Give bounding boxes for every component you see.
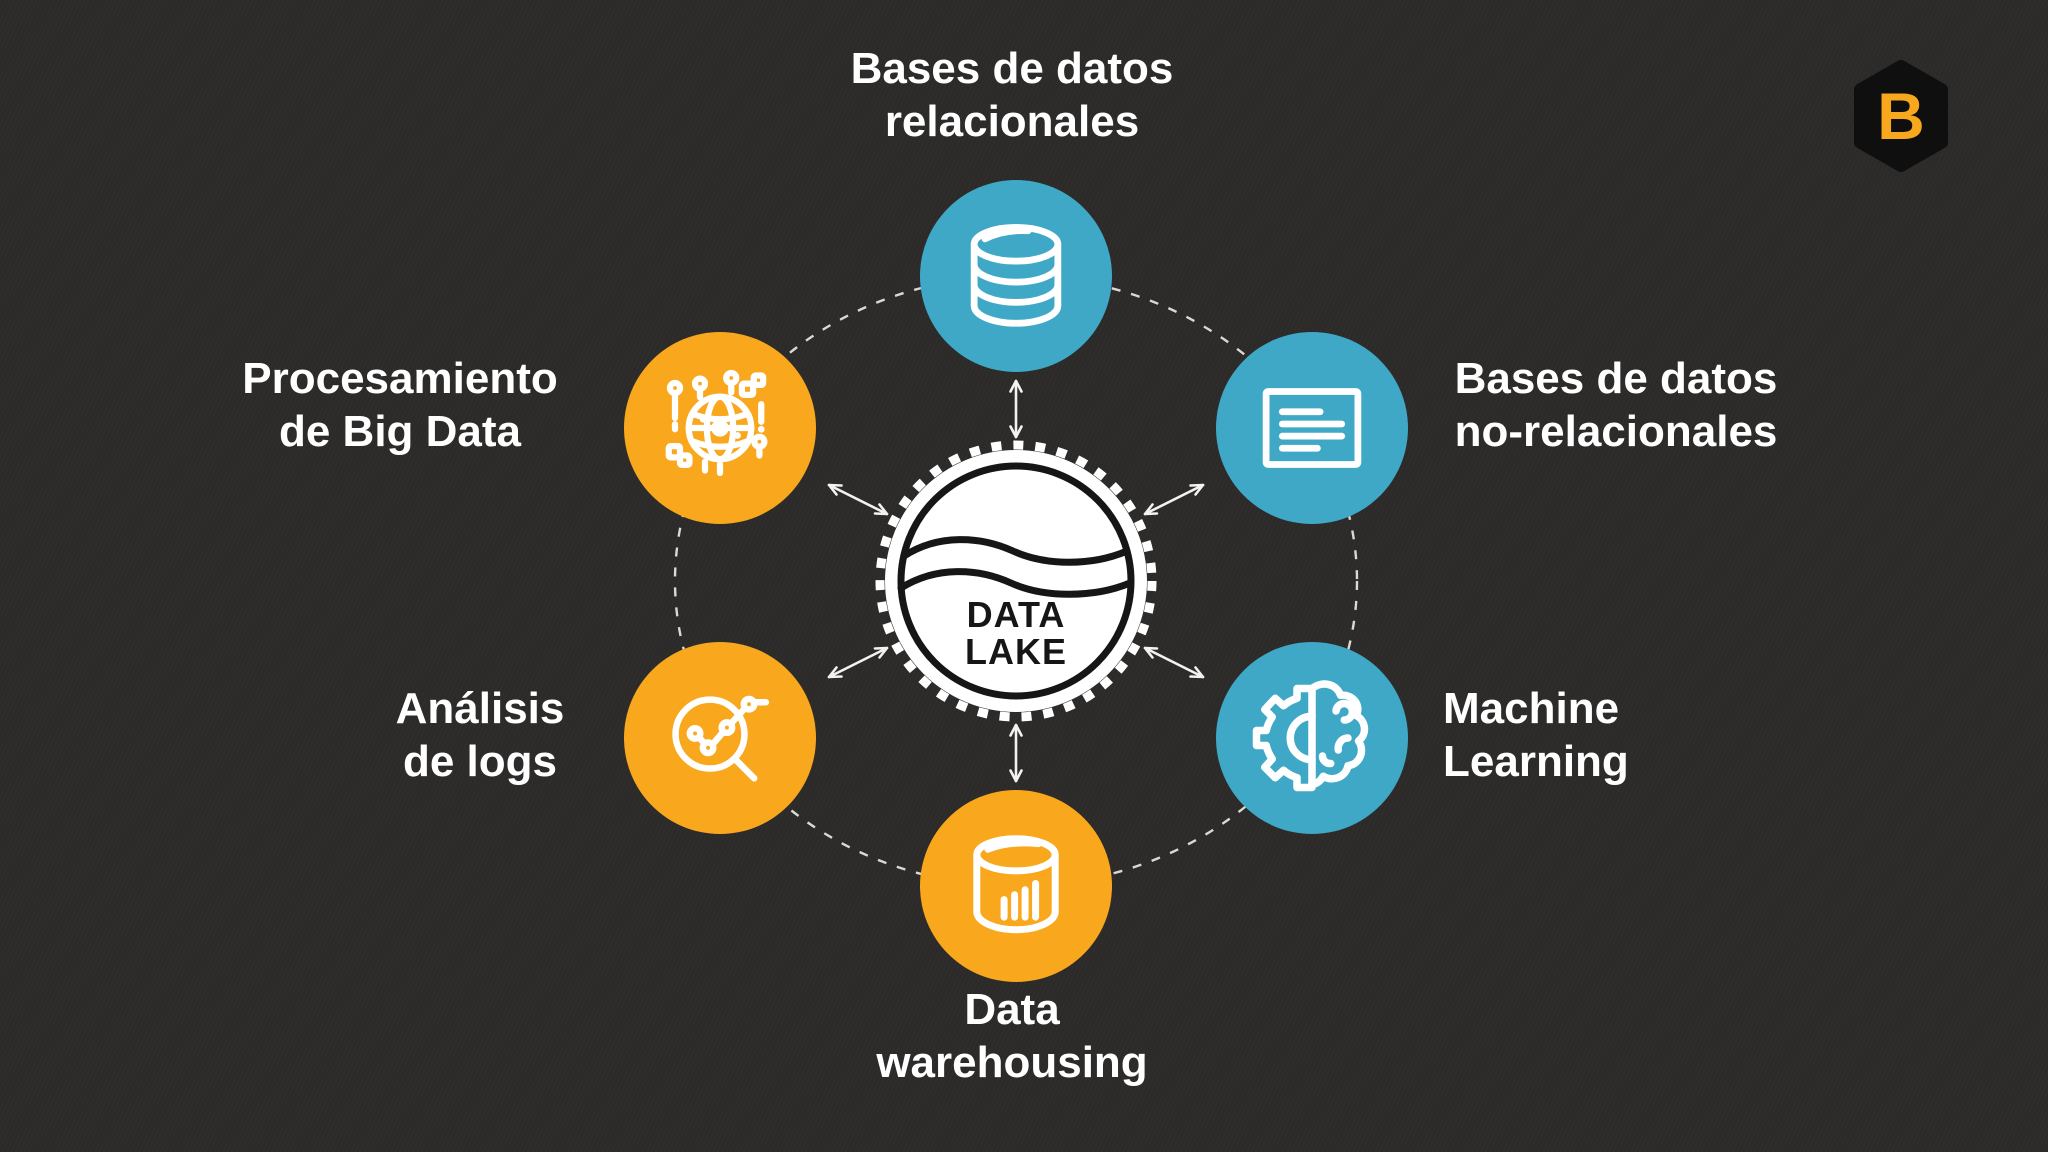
lake-waves-icon: [897, 536, 1134, 598]
node-circle-relational: [920, 180, 1112, 372]
label-bigdata-line1: Procesamiento: [242, 354, 558, 403]
label-ml: Machine Learning: [1443, 682, 1629, 788]
node-circle-warehouse: [920, 790, 1112, 982]
label-logs: Análisis de logs: [396, 682, 565, 788]
node-nonrelational: [1216, 332, 1408, 524]
arrow-upper-right: [1143, 483, 1205, 516]
data-lake-title-line2: LAKE: [965, 631, 1067, 672]
label-ml-line2: Learning: [1443, 737, 1629, 786]
database-icon: [970, 224, 1062, 327]
label-warehouse-line2: warehousing: [876, 1038, 1148, 1087]
label-bigdata-line2: de Big Data: [278, 407, 522, 456]
label-logs-line2: de logs: [402, 737, 558, 786]
node-bigdata: [624, 332, 816, 524]
node-circle-nonrelational: [1216, 332, 1408, 524]
label-warehouse: Data warehousing: [876, 983, 1147, 1089]
magnifier-chart-icon: [672, 695, 770, 782]
label-nonrelational-line1: Bases de datos: [1454, 354, 1778, 403]
hexagon-b-logo: B: [1854, 60, 1948, 172]
node-logs: [624, 642, 816, 834]
arrow-down: [1009, 723, 1023, 783]
gear-brain-icon: [1252, 680, 1369, 792]
node-relational: [920, 180, 1112, 372]
label-warehouse-line1: Data: [964, 985, 1060, 1034]
label-ml-line1: Machine: [1443, 684, 1620, 733]
document-icon: [1262, 388, 1362, 468]
label-relational: Bases de datos relacionales: [851, 42, 1174, 148]
arrow-lower-left: [827, 646, 889, 679]
data-lake-emblem: [875, 440, 1157, 722]
data-lake-title-line1: DATA: [966, 594, 1066, 635]
logo-hexagon: [1854, 60, 1948, 172]
arrow-up: [1009, 379, 1023, 439]
arrow-lower-right: [1143, 646, 1205, 679]
globe-network-icon: [665, 369, 768, 477]
label-bigdata: Procesamiento de Big Data: [242, 352, 557, 458]
label-nonrelational: Bases de datos no-relacionales: [1455, 352, 1778, 458]
node-ml: [1216, 642, 1408, 834]
label-relational-line2: relacionales: [884, 97, 1140, 146]
cylinder-bars-icon: [973, 835, 1059, 934]
data-lake-title: DATA LAKE: [965, 596, 1067, 670]
node-warehouse: [920, 790, 1112, 982]
emblem-disc: [885, 450, 1147, 712]
label-logs-line1: Análisis: [395, 684, 565, 733]
emblem-dashed-ring: [875, 440, 1157, 722]
label-relational-line1: Bases de datos: [850, 44, 1174, 93]
label-nonrelational-line2: no-relacionales: [1454, 407, 1778, 456]
logo-letter: B: [1877, 79, 1925, 153]
arrow-upper-left: [827, 483, 889, 516]
